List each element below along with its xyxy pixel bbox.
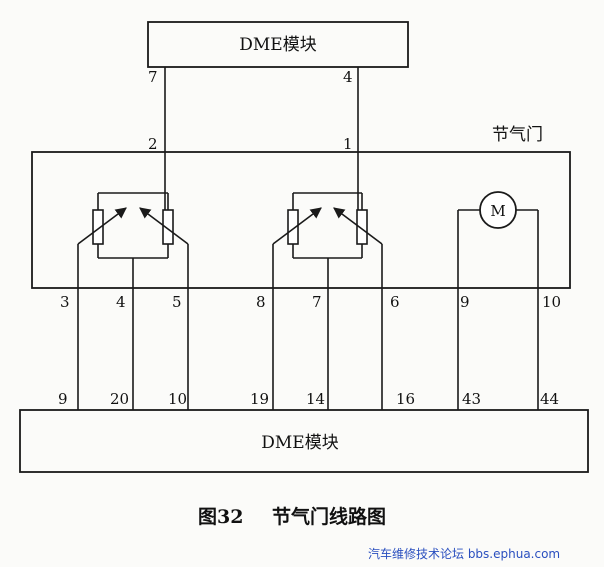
top-module-label: DME模块 [239,35,316,55]
throttle-housing [31,151,571,289]
motor [457,191,539,410]
dme-pin-43: 43 [462,390,481,408]
throttle-pin-4: 4 [116,293,126,311]
potentiometer-1 [77,192,189,410]
throttle-pin-8: 8 [256,293,266,311]
bottom-module-label: DME模块 [261,433,338,453]
dme-pin-14: 14 [306,390,325,408]
dme-pin-16: 16 [396,390,415,408]
dme-pin-19: 19 [250,390,269,408]
throttle-pin-3: 3 [60,293,70,311]
motor-icon: M [490,202,505,220]
top-pin-7: 7 [148,68,158,86]
figure-number: 图32 [198,506,243,528]
throttle-pin-1: 1 [343,135,353,153]
dme-pin-9: 9 [58,390,68,408]
throttle-label: 节气门 [492,125,543,145]
throttle-pin-7: 7 [312,293,322,311]
dme-pin-20: 20 [110,390,129,408]
top-pin-4: 4 [343,68,353,86]
throttle-pin-6: 6 [390,293,400,311]
dme-pin-44: 44 [540,390,559,408]
throttle-pin-5: 5 [172,293,182,311]
dme-pin-10: 10 [168,390,187,408]
throttle-pin-2: 2 [148,135,158,153]
figure-title: 节气门线路图 [272,505,386,528]
throttle-pin-10: 10 [542,293,561,311]
watermark: 汽车维修技术论坛 bbs.ephua.com [368,546,560,561]
potentiometer-2 [272,192,383,410]
top-dme-module [147,21,409,68]
throttle-pin-9: 9 [460,293,470,311]
bottom-dme-module [19,409,589,473]
